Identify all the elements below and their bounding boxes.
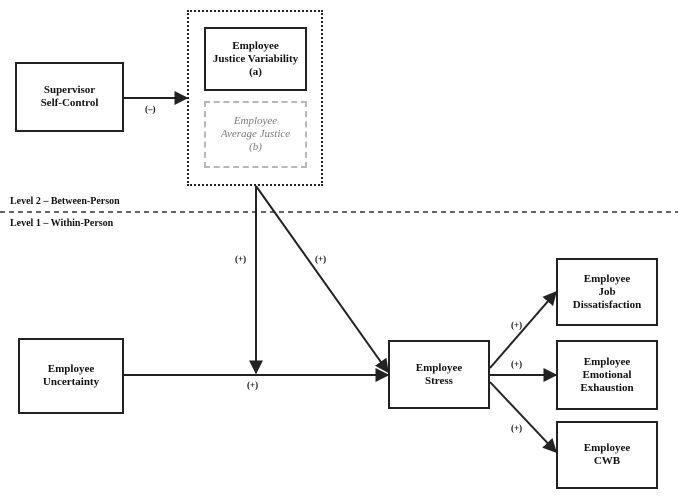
node-line: (a) xyxy=(249,65,262,78)
node-line: Employee xyxy=(583,442,631,454)
node-emotional-exhaustion: Employee Emotional Exhaustion xyxy=(556,340,658,410)
node-line: Employee xyxy=(415,361,463,374)
edge-label-variability-stress: (+) xyxy=(315,254,327,264)
edge-label-uncertainty-stress: (+) xyxy=(247,380,259,390)
node-supervisor-self-control: Supervisor Self-Control xyxy=(15,62,124,132)
node-line: Employee xyxy=(47,363,95,375)
node-line: Employee xyxy=(232,39,279,52)
arrow-stress-to-dissatisfaction xyxy=(489,290,557,369)
level-1-label: Level 1 – Within-Person xyxy=(10,218,114,229)
node-line: (b) xyxy=(249,141,262,153)
node-line: Self-Control xyxy=(40,97,99,109)
level-2-label: Level 2 – Between-Person xyxy=(10,196,120,207)
arrow-variability-to-stress xyxy=(255,185,389,374)
edge-label-stress-cwb: (+) xyxy=(511,423,523,433)
node-employee-cwb: Employee CWB xyxy=(556,421,658,489)
node-job-dissatisfaction: Employee Job Dissatisfaction xyxy=(556,258,658,326)
node-line: Justice Variability xyxy=(212,52,299,65)
level-2-frame xyxy=(187,10,323,186)
arrow-stress-to-cwb xyxy=(489,381,557,454)
node-average-justice: Employee Average Justice (b) xyxy=(204,101,307,168)
node-justice-variability: Employee Justice Variability (a) xyxy=(204,27,307,91)
node-line: Stress xyxy=(425,374,453,387)
node-line: Job xyxy=(598,285,616,298)
edge-label-stress-dissatisfaction: (+) xyxy=(511,320,523,330)
node-line: Dissatisfaction xyxy=(572,298,642,311)
edge-label-variability-path: (+) xyxy=(235,254,247,264)
node-line: Average Justice xyxy=(220,128,291,140)
node-line: Employee xyxy=(233,115,278,127)
node-employee-stress: Employee Stress xyxy=(388,340,490,409)
edge-label-stress-exhaustion: (+) xyxy=(511,359,523,369)
node-line: Uncertainty xyxy=(42,376,100,388)
node-employee-uncertainty: Employee Uncertainty xyxy=(18,338,124,414)
node-line: CWB xyxy=(593,455,621,467)
node-line: Employee xyxy=(583,355,631,368)
node-line: Supervisor xyxy=(43,84,96,96)
node-line: Employee xyxy=(583,272,631,285)
node-line: Exhaustion xyxy=(580,381,634,394)
node-line: Emotional xyxy=(582,368,632,381)
edge-label-self-control: (–) xyxy=(145,104,156,114)
